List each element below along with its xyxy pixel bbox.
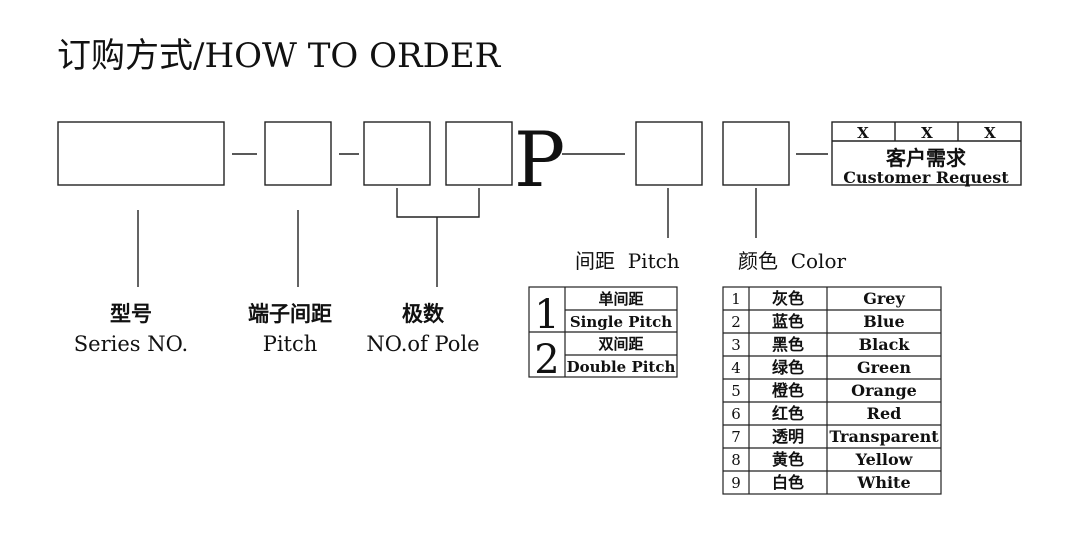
color-row-en: Red [867, 404, 902, 423]
pitch-row-code: 1 [534, 292, 559, 338]
color-row-code: 8 [731, 451, 741, 469]
color-table-heading: 颜色 Color [738, 249, 846, 273]
color-row-cn: 透明 [772, 427, 804, 446]
pitch-code-box [635, 121, 703, 186]
color-row-en: Transparent [829, 427, 939, 446]
color-row-code: 4 [731, 359, 741, 377]
p-letter: P [514, 115, 565, 204]
pitch-row-en: Single Pitch [570, 313, 672, 331]
color-row-cn: 黑色 [772, 335, 804, 354]
page-title: 订购方式/HOW TO ORDER [57, 36, 502, 76]
customer-slot-3: X [984, 124, 996, 142]
pitch-row-en: Double Pitch [567, 358, 676, 376]
color-row-cn: 红色 [772, 404, 804, 423]
pitch-table-heading: 间距 Pitch [575, 249, 680, 273]
color-row-en: Black [859, 335, 911, 354]
color-row-cn: 橙色 [772, 381, 804, 400]
color-row-en: Blue [863, 312, 904, 331]
color-row-en: Grey [863, 289, 905, 308]
pitch-row-cn: 单间距 [598, 290, 643, 308]
color-row-en: White [856, 473, 910, 492]
color-row-en: Orange [851, 381, 917, 400]
pitch-row-code: 2 [534, 337, 559, 383]
customer-request-en: Customer Request [843, 168, 1009, 187]
pitch-label-cn: 端子间距 [248, 301, 332, 326]
series-label-en: Series NO. [74, 332, 189, 356]
customer-request-cn: 客户需求 [885, 146, 967, 170]
color-row-en: Yellow [855, 450, 914, 469]
pole-label-en: NO.of Pole [366, 332, 479, 356]
pole-box-1 [363, 121, 431, 186]
color-row-code: 1 [731, 290, 741, 308]
pitch-label-en: Pitch [263, 332, 318, 356]
pitch-box [264, 121, 332, 186]
color-row-code: 7 [731, 428, 741, 446]
color-row-cn: 黄色 [772, 450, 804, 469]
color-row-code: 6 [731, 405, 741, 423]
color-row-code: 5 [731, 382, 741, 400]
customer-request-box: X X X 客户需求 Customer Request [831, 121, 1022, 187]
color-row-cn: 绿色 [772, 358, 804, 377]
customer-slot-2: X [921, 124, 933, 142]
color-table: 1 灰色 Grey 2 蓝色 Blue 3 黑色 Black 4 绿色 Green 5 橙色 Orange 6… [722, 286, 942, 495]
pole-bracket [396, 188, 480, 218]
pole-label-cn: 极数 [402, 301, 445, 326]
pole-box-2 [445, 121, 513, 186]
color-row-cn: 蓝色 [772, 312, 804, 331]
color-row-code: 2 [731, 313, 741, 331]
color-row-cn: 灰色 [772, 289, 804, 308]
series-label-cn: 型号 [110, 301, 152, 326]
series-box [57, 121, 225, 186]
color-row-cn: 白色 [772, 473, 804, 492]
customer-slot-1: X [857, 124, 869, 142]
color-row-code: 3 [731, 336, 741, 354]
color-code-box [722, 121, 790, 186]
color-row-code: 9 [731, 474, 741, 492]
pitch-table: 1 单间距 Single Pitch 2 双间距 Double Pitch [528, 286, 678, 383]
pitch-row-cn: 双间距 [598, 335, 643, 353]
color-row-en: Green [857, 358, 911, 377]
